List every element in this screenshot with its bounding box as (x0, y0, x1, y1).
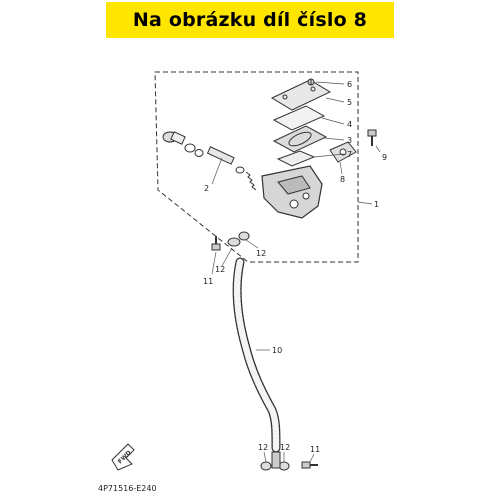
callout-7: 7 (347, 150, 352, 159)
cap-screw (307, 78, 315, 86)
callout-11-upper: 11 (203, 277, 213, 286)
callout-12-upper-left: 12 (215, 265, 225, 274)
callout-1: 1 (374, 200, 379, 209)
callout-8: 8 (340, 175, 345, 184)
master-cylinder-body (261, 165, 323, 219)
callout-11-lower: 11 (310, 445, 320, 454)
reservoir-cap (270, 79, 332, 111)
banner-text: Na obrázku díl číslo 8 (132, 9, 368, 31)
diaphragm (272, 125, 328, 153)
callout-3: 3 (347, 136, 352, 145)
title-banner: Na obrázku díl číslo 8 (106, 2, 394, 38)
lower-banjo-fitting (260, 451, 290, 471)
leader-lines (211, 81, 381, 463)
diaphragm-plate (272, 105, 326, 131)
fwd-arrow-icon: FWD (111, 443, 135, 471)
lower-union-bolt (301, 461, 318, 469)
assembly-boundary (154, 71, 359, 263)
callout-10: 10 (272, 346, 282, 355)
diagram-code: 4P71516-E240 (98, 484, 157, 493)
bolt (367, 129, 377, 146)
callout-6: 6 (347, 80, 352, 89)
upper-union-bolt (211, 236, 221, 251)
callout-12-lower-left: 12 (258, 443, 268, 452)
callout-2: 2 (204, 184, 209, 193)
brake-hose (232, 257, 281, 453)
callout-12-lower-right: 12 (280, 443, 290, 452)
callout-12-upper-right: 12 (256, 249, 266, 258)
upper-banjo-fitting (227, 231, 250, 247)
holder-bracket (329, 141, 357, 163)
callout-4: 4 (347, 120, 352, 129)
piston-kit (162, 131, 257, 191)
callout-5: 5 (347, 98, 352, 107)
callout-9: 9 (382, 153, 387, 162)
gasket (276, 150, 316, 167)
